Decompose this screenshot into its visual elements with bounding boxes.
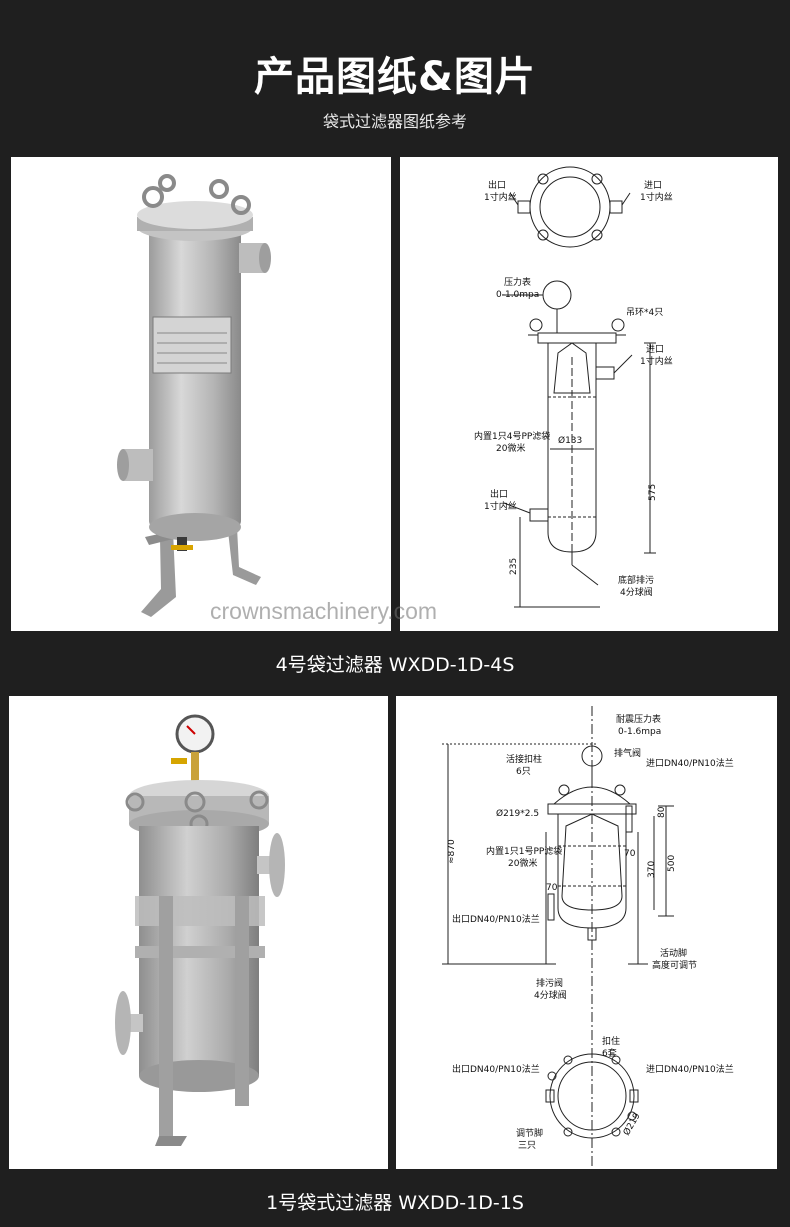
label-dim-70b: 70: [546, 883, 558, 893]
filter-1s-illustration: [115, 714, 285, 1146]
caption-4s: 4号袋过滤器 WXDD-1D-4S: [275, 654, 515, 676]
label-height: 575: [648, 484, 658, 501]
caption-1s: 1号袋式过滤器 WXDD-1D-1S: [266, 1192, 524, 1214]
label-inlet-top: 进口: [644, 180, 662, 191]
label-clamp: 扣住: [602, 1035, 620, 1047]
label-legs: 活动脚: [660, 947, 687, 959]
label-drain-valve: 4分球阀: [620, 586, 653, 598]
label-bag-micron: 20微米: [508, 857, 537, 869]
label-diameter: Ø133: [558, 435, 582, 446]
label-inlet-top-thread: 1寸内丝: [640, 191, 673, 203]
label-bag-micron: 20微米: [496, 442, 525, 454]
label-dim-370: 370: [647, 861, 657, 878]
label-bolts-count: 6只: [516, 767, 531, 777]
label-dim-80: 80: [657, 806, 667, 818]
filter-4s-illustration: [117, 174, 271, 617]
label-gauge: 耐震压力表: [616, 713, 661, 725]
label-bolts: 活接扣柱: [506, 753, 542, 765]
drawing-4s-svg: 出口 1寸内丝 进口 1寸内丝 压力表 0-1.0mpa 吊环*4只 进口 1寸…: [474, 166, 673, 608]
label-adjust-feet: 调节脚: [516, 1128, 543, 1139]
label-outlet-thread: 1寸内丝: [484, 500, 517, 512]
label-bottom-outlet: 出口DN40/PN10法兰: [452, 1063, 540, 1075]
label-lifting-ring: 吊环*4只: [626, 307, 663, 318]
label-bag: 内置1只4号PP滤袋: [474, 430, 550, 442]
label-drain: 排污阀: [536, 977, 563, 989]
label-dim-500: 500: [667, 855, 677, 872]
label-vent: 排气阀: [614, 747, 641, 759]
label-outlet: 出口DN40/PN10法兰: [452, 913, 540, 925]
label-bottom-inlet: 进口DN40/PN10法兰: [646, 1063, 734, 1075]
label-drain: 底部排污: [618, 574, 654, 586]
label-bag: 内置1只1号PP滤袋: [486, 845, 562, 857]
label-outlet-top: 出口: [488, 179, 506, 191]
label-legs-note: 高度可调节: [652, 959, 697, 971]
label-gauge-range: 0-1.0mpa: [496, 290, 539, 300]
label-base-height: 235: [509, 558, 519, 575]
label-gauge-range: 0-1.6mpa: [618, 727, 661, 737]
technical-drawing-1s: 耐震压力表 0-1.6mpa 排气阀 活接扣柱 6只 进口DN40/PN10法兰…: [396, 696, 777, 1169]
page-title: 产品图纸&图片: [254, 54, 536, 100]
label-clamp-count: 6套: [602, 1047, 617, 1059]
label-outlet: 出口: [490, 488, 508, 500]
product-photo-1s: [9, 696, 388, 1169]
label-inlet: 进口: [646, 344, 664, 355]
label-gauge: 压力表: [504, 276, 531, 288]
label-total-height: ≈870: [447, 839, 457, 864]
label-inlet: 进口DN40/PN10法兰: [646, 757, 734, 769]
page-subtitle: 袋式过滤器图纸参考: [322, 112, 467, 131]
label-adjust-feet-count: 三只: [518, 1141, 536, 1151]
drawing-1s-svg: 耐震压力表 0-1.6mpa 排气阀 活接扣柱 6只 进口DN40/PN10法兰…: [442, 706, 734, 1166]
label-shell: Ø219*2.5: [496, 808, 539, 819]
product-photo-4s: [11, 157, 391, 631]
technical-drawing-4s: 出口 1寸内丝 进口 1寸内丝 压力表 0-1.0mpa 吊环*4只 进口 1寸…: [400, 157, 778, 631]
label-outlet-top-thread: 1寸内丝: [484, 191, 517, 203]
label-dim-70a: 70: [624, 849, 636, 859]
label-bottom-diameter: Ø219: [621, 1111, 643, 1138]
watermark: crownsmachinery.com: [210, 598, 438, 624]
label-drain-valve: 4分球阀: [534, 989, 567, 1001]
label-inlet-thread: 1寸内丝: [640, 355, 673, 367]
